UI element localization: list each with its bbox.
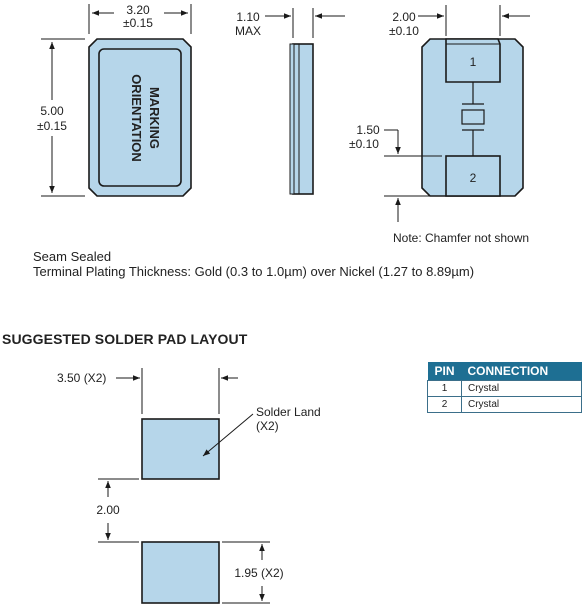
solder-width-label: 3.50 (X2) (57, 371, 106, 385)
pad-length-value: 1.50 (356, 123, 380, 137)
top-view: MARKING ORIENTATION 3.20 ±0.15 5.00 ±0.1… (32, 2, 192, 197)
pad-1-label: 1 (470, 55, 477, 69)
bottom-view: 1 2 2.00 ±0.10 1.50 ±0.10 Note: Chamfer … (349, 5, 530, 245)
pin-number-cell: 1 (427, 380, 462, 397)
pin-connection-table: PIN CONNECTION 1 Crystal 2 Crystal (427, 362, 582, 413)
side-body (292, 43, 314, 195)
table-row: 2 Crystal (427, 396, 582, 413)
side-height-value: 1.10 (236, 10, 260, 24)
marking-text-line2: ORIENTATION (129, 74, 144, 162)
pin-column-header: PIN (427, 362, 462, 381)
pin-number-cell: 2 (427, 396, 462, 413)
marking-text-line1: MARKING (147, 87, 162, 149)
solder-pad-layout: 3.50 (X2) 2.00 1.95 (X2) Solder Land (X2… (57, 368, 321, 604)
bottom-width-value: 2.00 (392, 10, 416, 24)
package-body-outline (88, 38, 192, 197)
solder-pad-height-label: 1.95 (X2) (234, 566, 283, 580)
connection-cell: Crystal (461, 380, 582, 397)
note-seam-sealed: Seam Sealed (33, 249, 112, 264)
solder-land-leader (202, 413, 254, 457)
chamfer-note: Note: Chamfer not shown (393, 231, 529, 245)
solder-land-label-line2: (X2) (256, 419, 279, 433)
bottom-width-tolerance: ±0.10 (389, 24, 419, 38)
connection-column-header: CONNECTION (461, 362, 582, 381)
connection-cell: Crystal (461, 396, 582, 413)
crystal-symbol (461, 82, 485, 156)
solder-land-top (141, 418, 220, 480)
width-dimension-value: 3.20 (126, 3, 150, 17)
note-plating: Terminal Plating Thickness: Gold (0.3 to… (33, 264, 475, 279)
package-lid-outline (98, 48, 182, 187)
pad-1 (445, 38, 501, 83)
side-height-qualifier: MAX (235, 24, 261, 38)
pad-2 (445, 155, 501, 197)
pad-2-label: 2 (470, 171, 477, 185)
height-dimension-tolerance: ±0.15 (37, 119, 67, 133)
pad-length-tolerance: ±0.10 (349, 137, 379, 151)
solder-land-bottom (141, 541, 220, 604)
package-notes: Seam Sealed Terminal Plating Thickness: … (33, 249, 474, 279)
solder-gap-label: 2.00 (96, 503, 120, 517)
solder-land-label-line1: Solder Land (256, 405, 321, 419)
height-dimension-value: 5.00 (40, 104, 64, 118)
side-view: 1.10 MAX (235, 8, 345, 195)
width-dimension-tolerance: ±0.15 (123, 16, 153, 30)
solder-layout-heading: SUGGESTED SOLDER PAD LAYOUT (2, 331, 248, 347)
table-row: 1 Crystal (427, 380, 582, 397)
